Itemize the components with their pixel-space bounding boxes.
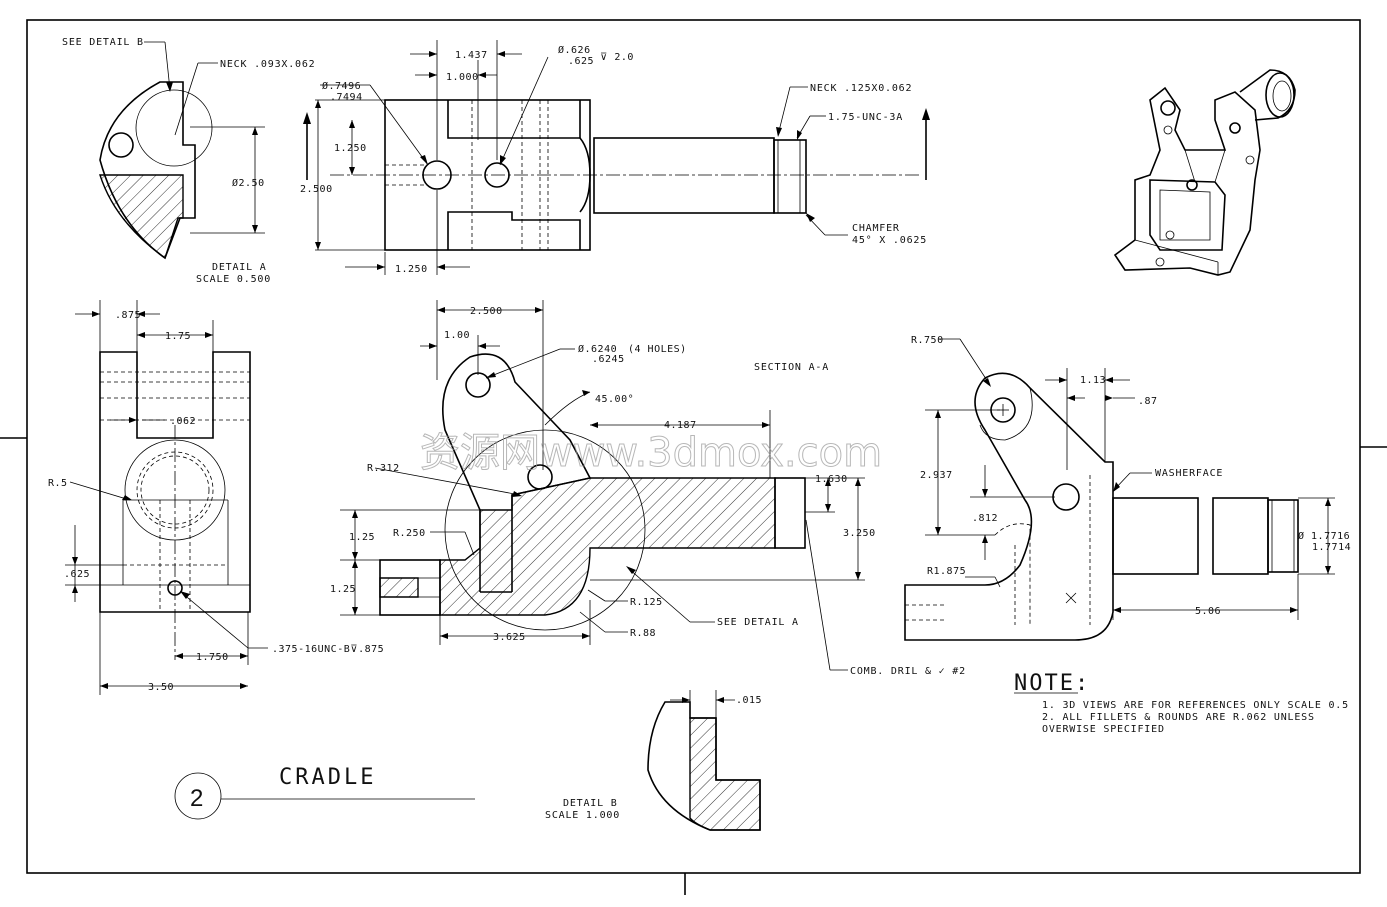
hole-dia-top: Ø.626 <box>558 44 591 56</box>
section-upper-arm <box>442 353 592 511</box>
title-block: 2 CRADLE <box>174 765 475 820</box>
bore-dia-top: Ø.7496 <box>322 80 361 92</box>
right-dim-812: .812 <box>972 513 998 524</box>
dim-2500-vert: 2.500 <box>300 184 333 195</box>
radius-r1875: R1.875 <box>927 566 966 577</box>
right-dia-top: Ø 1.7716 <box>1298 530 1350 542</box>
radius-r125: R.125 <box>630 597 663 608</box>
right-dim-506: 5.06 <box>1195 606 1221 617</box>
sheet-number: 2 <box>190 785 203 812</box>
radius-r750: R.750 <box>911 335 944 346</box>
section-dim-4187: 4.187 <box>664 420 697 431</box>
section-dim-1630: 1.630 <box>815 474 848 485</box>
hole-depth: ⊽ 2.0 <box>600 52 634 63</box>
see-detail-a-label: SEE DETAIL A <box>717 617 799 628</box>
top-view-shaft <box>593 137 775 214</box>
section-dim-125-lower: 1.25 <box>330 584 356 595</box>
dim-1437: 1.437 <box>455 50 488 61</box>
holes-dia-bottom: .6245 <box>592 354 625 365</box>
dim-875: .875 <box>115 310 141 321</box>
drawing-title: CRADLE <box>279 765 376 790</box>
top-view-thread <box>773 139 807 214</box>
isometric-3d-view <box>1113 69 1296 276</box>
holes-count: (4 HOLES) <box>628 344 687 355</box>
section-dim-3250: 3.250 <box>843 528 876 539</box>
angle-45: 45.00° <box>595 394 634 405</box>
detail-b-hatch <box>689 717 761 831</box>
dim-1250-horiz: 1.250 <box>395 264 428 275</box>
dim-1000: 1.000 <box>446 72 479 83</box>
detail-b-callout-circle <box>135 89 213 167</box>
bore-dia-bottom: .7494 <box>330 92 363 103</box>
section-a-a-view: 2.500 1.00 Ø.6240 .6245 (4 HOLES) 45.00°… <box>330 300 966 677</box>
dim-1250-vert: 1.250 <box>334 143 367 154</box>
chamfer-label-1: CHAMFER <box>852 223 900 234</box>
right-dim-113: 1.13 <box>1080 375 1106 386</box>
notes-block: NOTE: 1. 3D VIEWS ARE FOR REFERENCES ONL… <box>1014 671 1349 735</box>
detail-a-section-hatch <box>99 174 184 260</box>
left-view: .875 1.75 .062 R.5 .625 1.750 3.50 .375-… <box>48 300 384 695</box>
right-dim-87: .87 <box>1138 396 1158 407</box>
radius-r5: R.5 <box>48 478 68 489</box>
notes-heading: NOTE: <box>1014 671 1090 696</box>
detail-b-scale: SCALE 1.000 <box>545 810 620 821</box>
dim-015: .015 <box>736 695 762 706</box>
detail-a-view: SEE DETAIL B NECK .093X.062 Ø2.50 DETAIL… <box>62 37 316 285</box>
detail-a-hole <box>108 132 134 158</box>
section-main-hatch <box>439 477 776 616</box>
detail-a-scale: SCALE 0.500 <box>196 274 271 285</box>
right-view-hole-mid <box>1052 483 1080 511</box>
watermark: 资源网www.3dmox.com <box>420 430 882 476</box>
right-dia-bottom: 1.7714 <box>1312 542 1351 553</box>
radius-r312: R.312 <box>367 463 400 474</box>
detail-b-view: .015 DETAIL B SCALE 1.000 <box>545 690 762 831</box>
radius-r88: R.88 <box>630 628 656 639</box>
detail-a-caption: DETAIL A <box>212 262 267 273</box>
right-view: R.750 1.13 .87 2.937 WASHERFACE .812 R1.… <box>904 335 1351 641</box>
dim-062: .062 <box>170 416 196 427</box>
see-detail-b-label: SEE DETAIL B <box>62 37 144 48</box>
right-view-body <box>904 372 1114 641</box>
detail-a-diameter-label: Ø2.50 <box>232 177 265 189</box>
thread-label: 1.75-UNC-3A <box>828 112 903 123</box>
holes-dia-top: Ø.6240 <box>578 343 617 355</box>
detail-b-caption: DETAIL B <box>563 798 618 809</box>
section-hole-upper <box>465 372 491 398</box>
note-line-3: OVERWISE SPECIFIED <box>1042 724 1165 735</box>
section-a-a-title: SECTION A-A <box>754 362 829 373</box>
radius-r250: R.250 <box>393 528 426 539</box>
note-line-2: 2. ALL FILLETS & ROUNDS ARE R.062 UNLESS <box>1042 712 1315 723</box>
section-dim-2500: 2.500 <box>470 306 503 317</box>
dim-350: 3.50 <box>148 682 174 693</box>
tapped-hole-label: .375-16UNC-B⊽.875 <box>272 644 384 655</box>
note-line-1: 1. 3D VIEWS ARE FOR REFERENCES ONLY SCAL… <box>1042 700 1349 711</box>
top-view: 1.437 1.000 Ø.626 .625 ⊽ 2.0 Ø.7496 .749… <box>300 40 930 275</box>
section-dim-100: 1.00 <box>444 330 470 341</box>
section-dim-3625: 3.625 <box>493 632 526 643</box>
see-detail-a-circle <box>444 429 646 631</box>
chamfer-label-2: 45° X .0625 <box>852 235 927 246</box>
right-dim-2937: 2.937 <box>920 470 953 481</box>
hole-dia-bottom: .625 <box>568 56 594 67</box>
dim-175: 1.75 <box>165 331 191 342</box>
sheet-number-circle <box>174 772 222 820</box>
section-hole-mid <box>527 464 553 490</box>
neck-label: NECK .125X0.062 <box>810 83 912 94</box>
dim-1750: 1.750 <box>196 652 229 663</box>
section-dim-125-upper: 1.25 <box>349 532 375 543</box>
detail-a-neck-label: NECK .093X.062 <box>220 59 316 70</box>
washerface-label: WASHERFACE <box>1155 468 1223 479</box>
comb-drill-label: COMB. DRIL & ✓ #2 <box>850 666 966 677</box>
dim-625: .625 <box>64 569 90 580</box>
